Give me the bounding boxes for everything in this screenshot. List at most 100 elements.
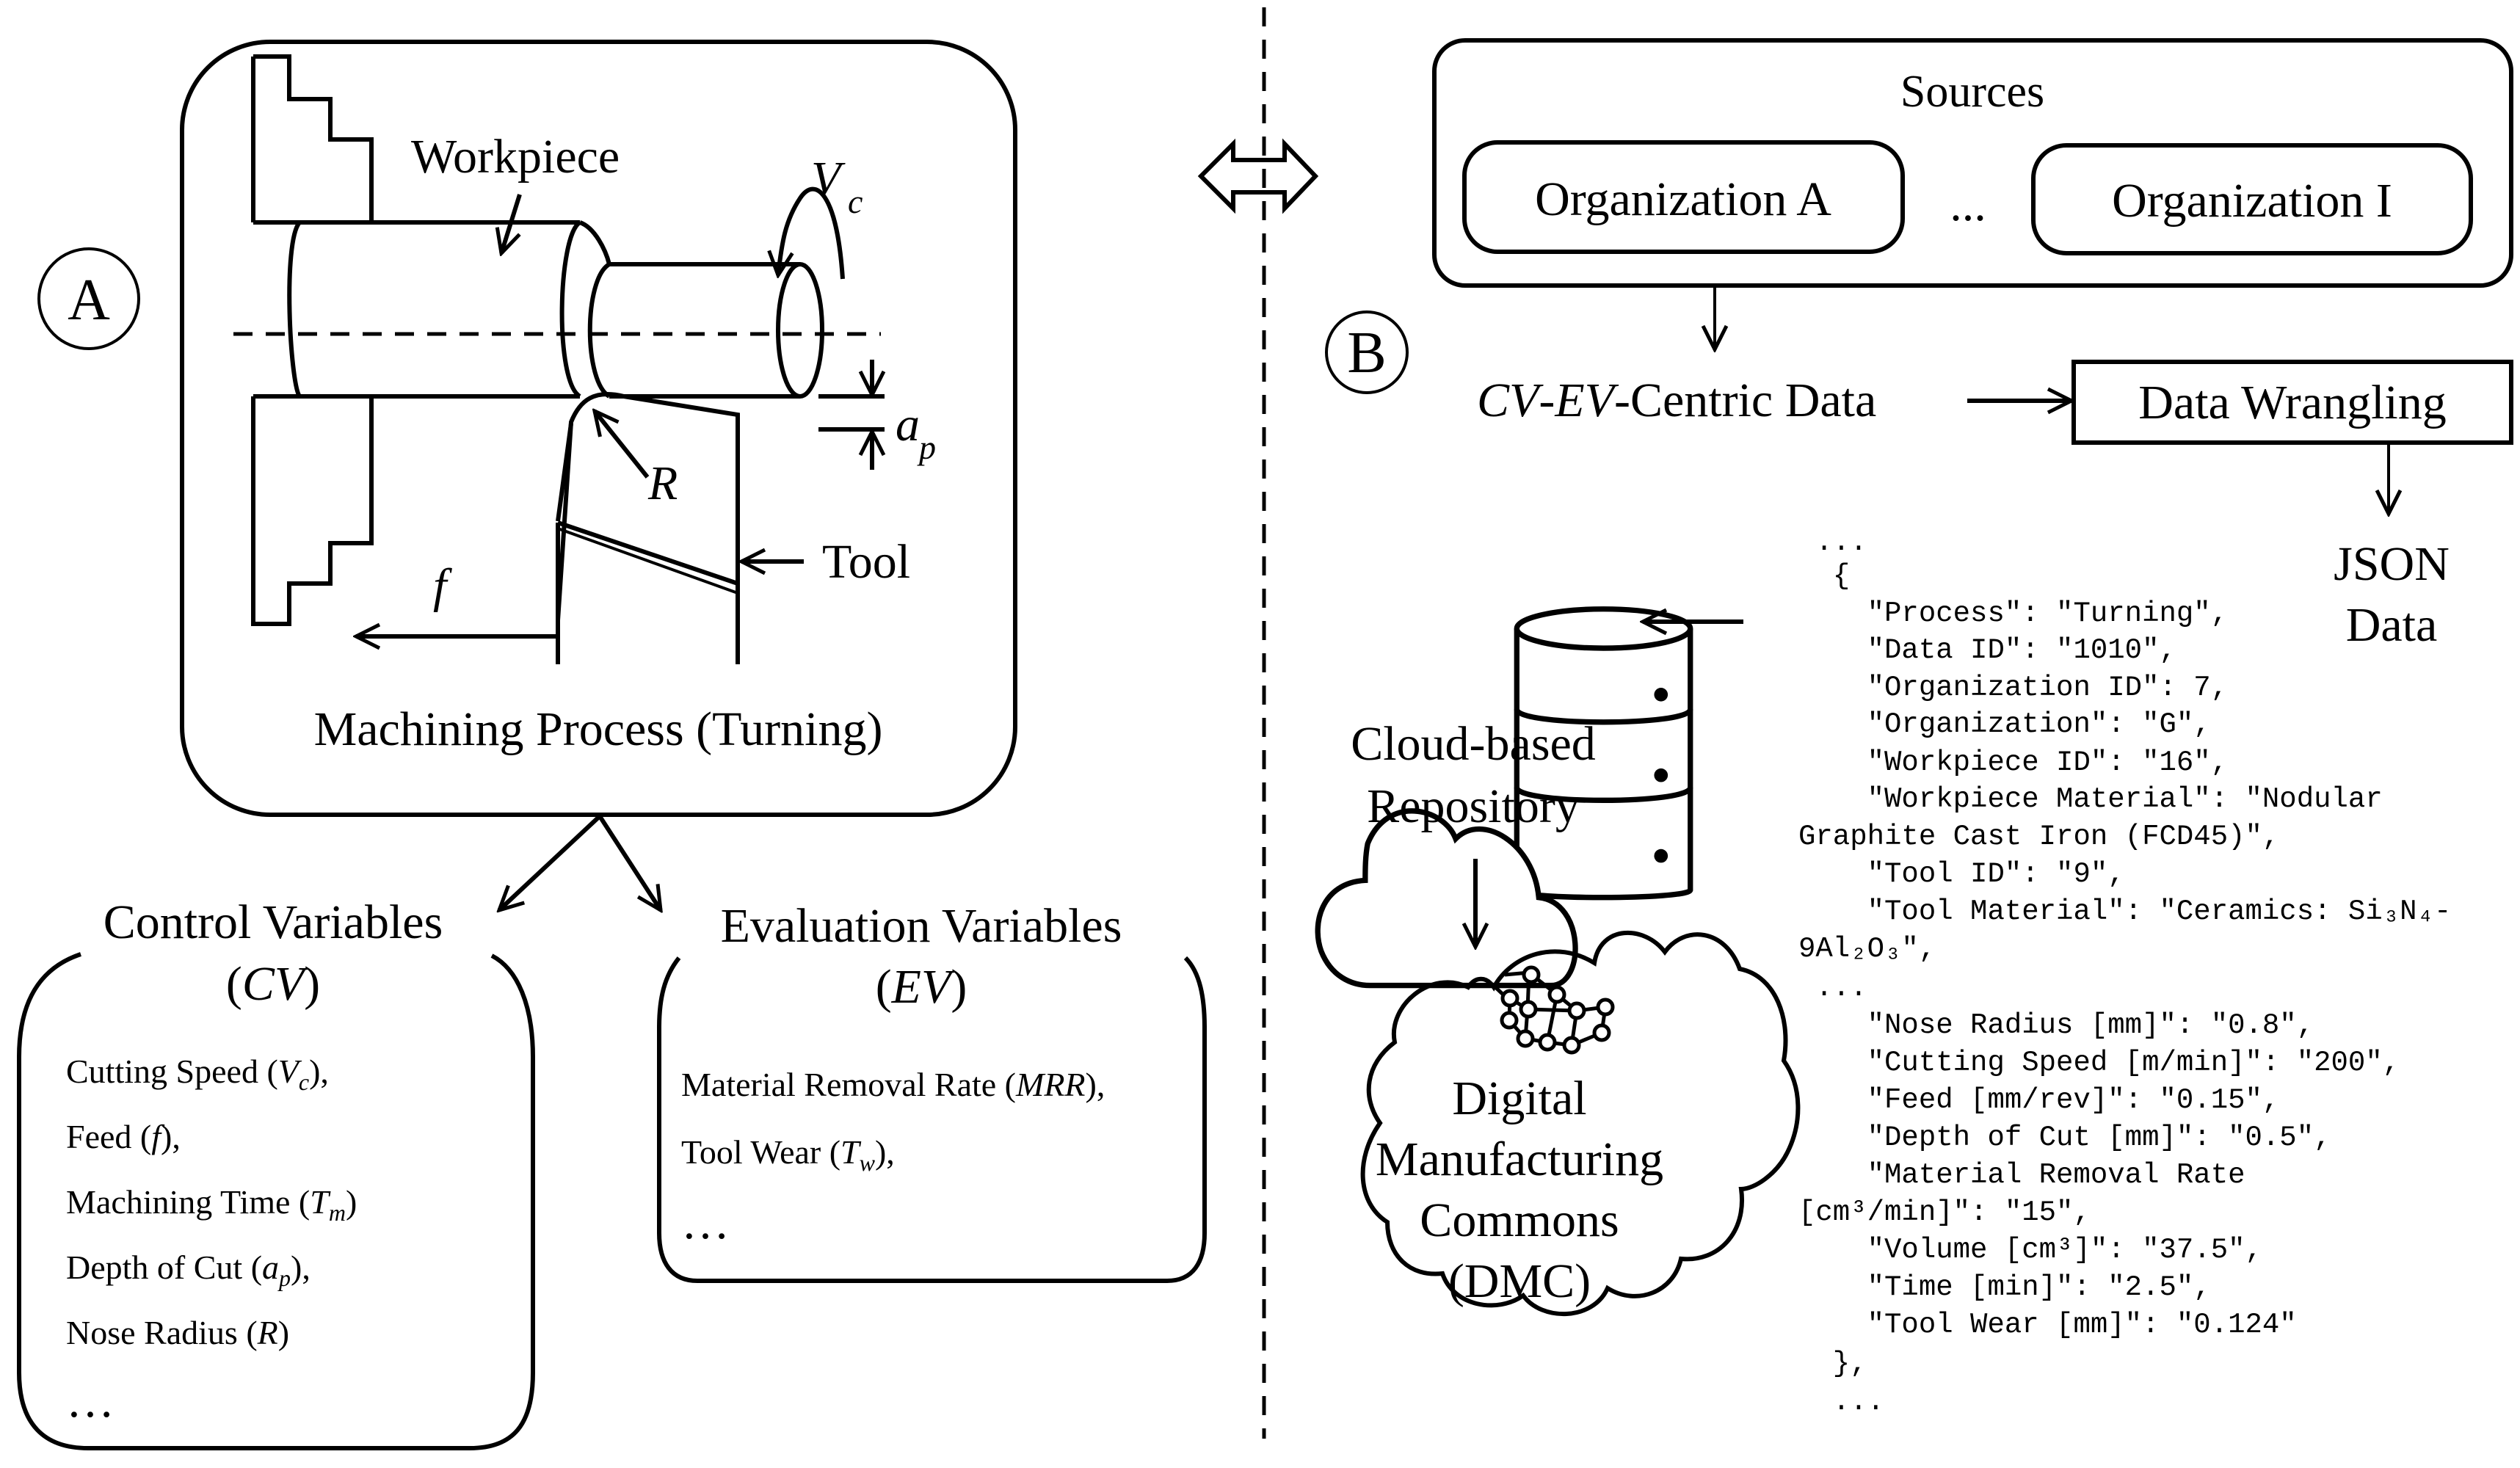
panel-a: A V c Workpie — [17, 40, 1207, 1450]
json-line: "Workpiece ID": "16", — [1798, 746, 2228, 779]
cv-ev-rest: -Centric Data — [1614, 374, 1876, 427]
turning-illustration: V c Workpiece a p R Tool — [233, 54, 936, 664]
dmc-label-line: Commons — [1420, 1193, 1619, 1247]
panel-a-badge-label: A — [68, 268, 110, 333]
json-line: "Cutting Speed [m/min]": "200", — [1798, 1047, 2400, 1079]
variable-list-ellipsis: … — [681, 1196, 730, 1249]
json-line: "Tool Material": "Ceramics: Si₃N₄- — [1798, 895, 2451, 928]
organization-a-box[interactable] — [1462, 140, 1905, 254]
chuck-jaw-top — [253, 54, 374, 222]
json-line: }, — [1798, 1348, 1867, 1380]
variable-name: Feed ( — [66, 1118, 151, 1155]
ev-title: Evaluation Variables — [721, 899, 1122, 953]
network-graph-icon — [1492, 965, 1615, 1055]
depth-subscript: p — [917, 429, 936, 466]
variable-name: Tool Wear ( — [681, 1133, 840, 1171]
cv-ev-ev: EV — [1554, 374, 1619, 427]
variable-name: Material Removal Rate ( — [681, 1066, 1016, 1103]
variable-subscript: w — [860, 1149, 876, 1176]
variable-item: Machining Time (Tm) — [66, 1183, 357, 1226]
tool-rake-line-2 — [557, 527, 738, 595]
repository-label-line1: Cloud-based — [1351, 717, 1596, 771]
cv-ev-cv: CV — [1477, 374, 1544, 427]
rotation-arrow — [778, 186, 845, 279]
variable-name: Nose Radius ( — [66, 1314, 258, 1351]
machining-process-box — [180, 40, 1017, 817]
dmc-label-line: Manufacturing — [1376, 1133, 1663, 1186]
cutting-speed-symbol: V — [811, 152, 846, 206]
organization-a-label: Organization A — [1535, 172, 1831, 226]
cv-box-outline — [17, 952, 535, 1450]
json-data-label-line2: Data — [2346, 598, 2438, 652]
tool-insert-outline — [556, 391, 740, 664]
cv-title: Control Variables — [104, 895, 443, 949]
dmc-cloud-outline — [1360, 930, 1801, 1317]
json-line: "Organization ID": 7, — [1798, 672, 2228, 704]
variable-item: Material Removal Rate (MRR), — [681, 1066, 1105, 1103]
json-line: ... — [1798, 526, 1867, 559]
json-line: 9Al₂O₃", — [1798, 933, 1936, 965]
cv-abbrev-close: ) — [304, 957, 320, 1011]
variable-subscript: c — [299, 1069, 309, 1095]
machining-process-caption: Machining Process (Turning) — [314, 702, 883, 756]
cv-ev-dash: - — [1539, 374, 1555, 427]
workpiece-label: Workpiece — [411, 130, 620, 184]
cv-abbrev-text: CV — [242, 957, 309, 1011]
variable-item: Feed (f), — [66, 1118, 181, 1155]
json-line: "Tool Wear [mm]": "0.124" — [1798, 1309, 2297, 1341]
cv-ev-centric-data-label: CV-EV-Centric Data — [1477, 374, 1876, 427]
depth-symbol: a — [896, 398, 920, 451]
cloud-database-icon — [1315, 606, 1693, 989]
data-wrangling-box[interactable] — [2071, 360, 2513, 445]
variable-symbol: T — [310, 1183, 331, 1221]
sources-box — [1432, 38, 2513, 288]
json-line: ... — [1798, 972, 1867, 1004]
dmc-label-line: (DMC) — [1448, 1254, 1591, 1308]
ev-item-list: Material Removal Rate (MRR), Tool Wear (T… — [681, 1066, 1105, 1249]
variable-tail: ), — [875, 1133, 895, 1171]
arrow-to-ev — [598, 815, 661, 910]
organization-i-box[interactable] — [2031, 143, 2473, 255]
variable-name: Cutting Speed ( — [66, 1053, 278, 1090]
json-data-label-line1: JSON — [2334, 537, 2450, 591]
json-line: "Feed [mm/rev]": "0.15", — [1798, 1084, 2279, 1116]
ev-abbrev-close: ) — [951, 960, 967, 1014]
json-line: "Workpiece Material": "Nodular — [1798, 783, 2383, 815]
json-line: "Depth of Cut [mm]": "0.5", — [1798, 1122, 2331, 1154]
workpiece-pointer-arrow — [501, 194, 522, 253]
ev-abbrev-text: EV — [891, 960, 956, 1014]
sources-title: Sources — [1900, 67, 2044, 117]
cv-abbrev-open: ( — [226, 957, 242, 1011]
nose-radius-pointer — [595, 411, 650, 479]
variable-symbol: T — [840, 1133, 862, 1171]
json-line: "Time [min]": "2.5", — [1798, 1271, 2211, 1304]
json-line: "Tool ID": "9", — [1798, 858, 2125, 890]
variable-tail: ), — [1086, 1066, 1105, 1103]
variable-item: Tool Wear (Tw), — [681, 1133, 895, 1176]
control-variables-panel: Control Variables (CV) Cutting Speed (Vc… — [17, 895, 535, 1450]
variable-name: Machining Time ( — [66, 1183, 310, 1221]
cv-item-list: Cutting Speed (Vc), Feed (f), Machining Ti… — [66, 1053, 357, 1428]
workpiece-step-face-right — [578, 220, 611, 265]
machined-left-face — [587, 262, 611, 399]
variable-subscript: p — [277, 1265, 291, 1291]
json-line: { — [1798, 560, 1850, 592]
json-line: ... — [1798, 1386, 1884, 1418]
variable-name: Depth of Cut ( — [66, 1249, 262, 1286]
nose-radius-symbol: R — [647, 457, 678, 510]
variable-item: Cutting Speed (Vc), — [66, 1053, 329, 1095]
chuck-jaw-bottom — [251, 396, 374, 626]
variable-tail: ), — [291, 1249, 311, 1286]
feed-symbol: f — [433, 559, 452, 613]
variable-tail: ), — [309, 1053, 329, 1090]
variable-symbol: R — [257, 1314, 278, 1351]
ev-abbrev: (EV) — [876, 960, 967, 1014]
variable-item: Nose Radius (R) — [66, 1314, 289, 1351]
json-line: "Data ID": "1010", — [1798, 634, 2176, 666]
tool-rake-line-1 — [557, 520, 738, 586]
json-line: [cm³/min]": "15", — [1798, 1196, 2091, 1229]
organization-i-label: Organization I — [2112, 174, 2392, 228]
tool-flank — [556, 423, 573, 522]
variable-subscript: m — [329, 1199, 346, 1226]
